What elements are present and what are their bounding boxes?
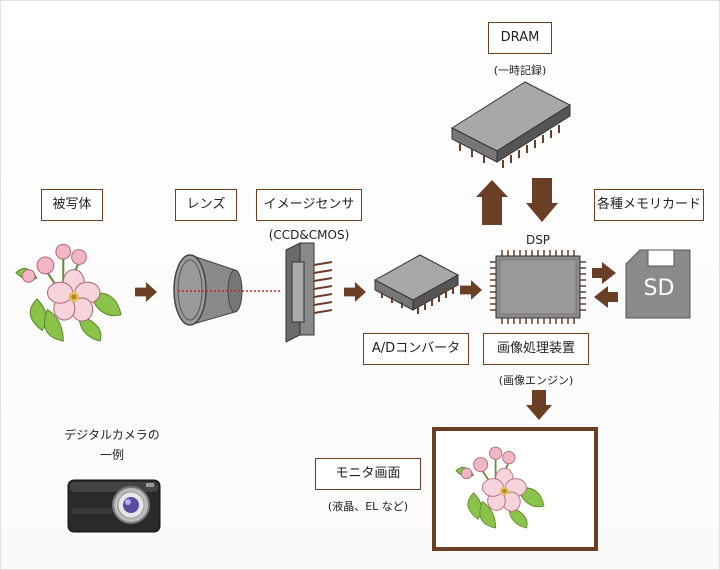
lens-label: レンズ [175, 189, 237, 221]
camera-icon [67, 479, 161, 533]
image-processor-sublabel: (画像エンジン) [498, 374, 574, 387]
image-sensor-sublabel: (CCD&CMOS) [268, 228, 350, 242]
monitor-label: モニタ画面 [315, 458, 421, 490]
arrow-dram-to-dsp [526, 178, 558, 222]
arrow-sensor-to-adc [344, 282, 366, 302]
sd-card-text: SD [643, 276, 675, 301]
memory-card-label: 各種メモリカード [594, 189, 704, 221]
dram-sublabel: (一時記録) [493, 64, 547, 77]
arrow-card-to-dsp [594, 286, 618, 308]
arrow-subject-to-lens [135, 282, 157, 302]
camera-example-line2: 一例 [99, 448, 124, 462]
dram-chip-icon [450, 81, 572, 168]
ad-converter-chip-icon [373, 254, 460, 314]
monitor-screen-icon [432, 427, 598, 551]
dsp-processor-icon [490, 250, 586, 324]
image-sensor-icon [285, 242, 333, 343]
subject-flower-icon [14, 243, 123, 343]
dram-label: DRAM [488, 22, 552, 54]
arrow-dsp-to-dram [476, 180, 508, 225]
monitor-sublabel: (液晶、EL など) [327, 500, 409, 513]
lens-icon [173, 254, 280, 326]
image-sensor-label: イメージセンサ [256, 189, 362, 221]
sd-card-icon [625, 249, 691, 319]
arrow-dsp-to-monitor [526, 390, 552, 420]
image-processor-label: 画像処理装置 [483, 333, 589, 365]
subject-label: 被写体 [41, 189, 103, 221]
dsp-chip-label: DSP [525, 233, 551, 247]
ad-converter-label: A/Dコンバータ [363, 333, 469, 365]
arrow-dsp-to-card [592, 262, 616, 284]
arrow-adc-to-dsp [460, 280, 482, 300]
camera-example-line1: デジタルカメラの [64, 428, 160, 442]
